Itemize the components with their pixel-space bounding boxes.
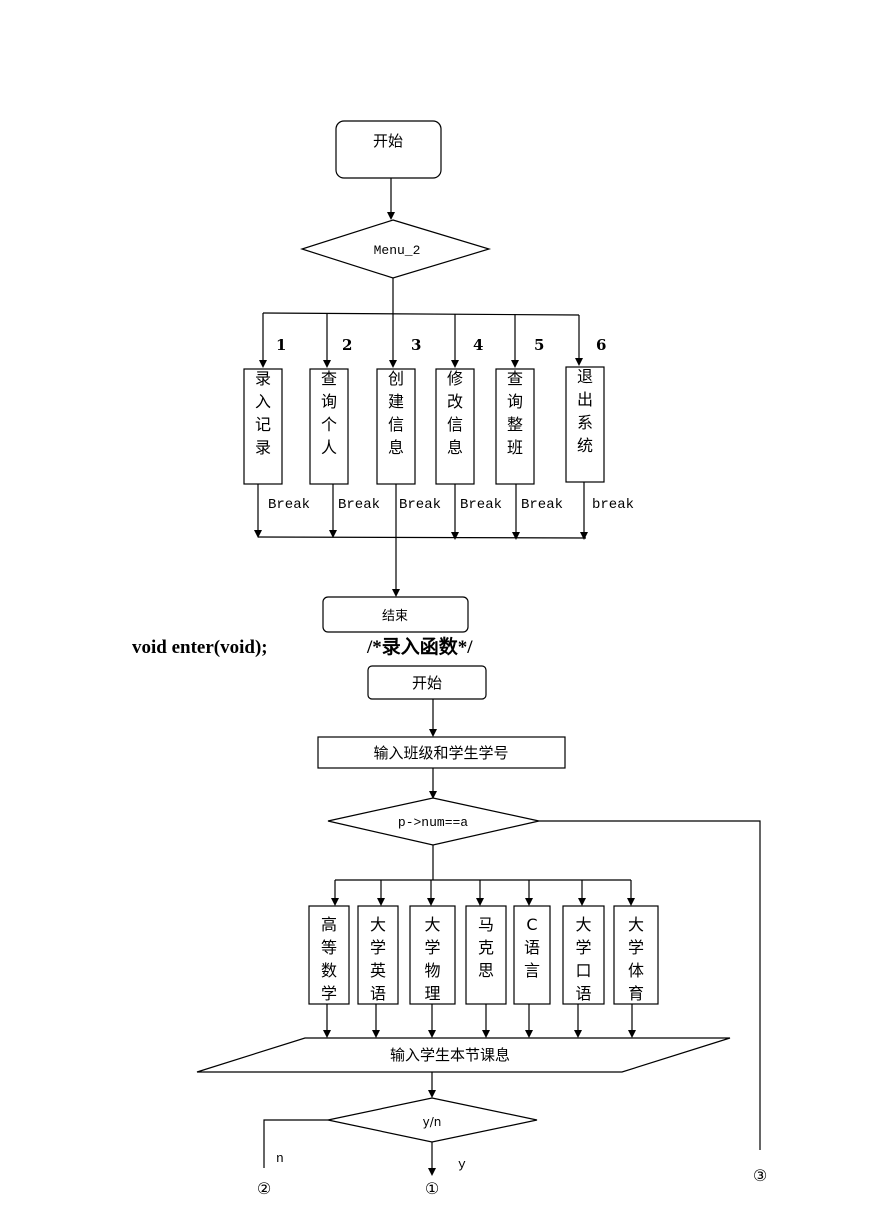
course-box-3 [409,905,456,1005]
branch-label-2: 查询个人 [321,369,337,457]
num-decision-label: p->num==a [398,815,468,830]
connector-3: ③ [753,1166,767,1185]
input-class-id-label: 输入班级和学生学号 [373,744,508,762]
input-class-id-box [317,736,566,769]
branch-num-3: 3 [411,336,421,354]
course-box-2 [357,905,399,1005]
course-label-6: 大学口语 [575,915,591,1003]
course-box-4 [465,905,507,1005]
branch-num-6: 6 [596,336,606,354]
branch-box-5 [495,368,535,485]
function-comment: /*录入函数*/ [366,635,473,658]
branch-box-6 [565,366,605,483]
yn-decision-label: y/n [423,1115,442,1129]
exit-label-6: break [592,497,634,513]
course-label-7: 大学体育 [628,915,644,1003]
branch-num-4: 4 [473,336,483,354]
course-box-5 [513,905,551,1005]
start-node [335,120,442,179]
io-label: 输入学生本节课息 [390,1046,510,1064]
branch-box-1 [243,368,283,485]
exit-bus [257,536,587,539]
exit-label-5: Break [521,497,563,513]
yes-label: y [458,1157,466,1172]
branch-box-2 [309,368,349,485]
menu-decision-label: Menu_2 [374,243,421,258]
exit-label-1: Break [268,497,310,513]
branch-bus-top [262,312,580,316]
branch-label-4: 修改信息 [447,369,463,457]
branch-box-3 [376,368,416,485]
branch-num-1: 1 [276,336,286,354]
exit-label-3: Break [399,497,441,513]
course-label-4: 马克思 [478,915,494,980]
course-label-2: 大学英语 [370,915,386,1003]
branch-label-1: 录入记录 [255,369,271,457]
connector-1: ① [425,1179,439,1198]
branch-num-5: 5 [534,336,544,354]
course-label-1: 高等数学 [321,915,337,1003]
enter-start-node [367,665,487,700]
course-box-1 [308,905,350,1005]
function-signature: void enter(void); [132,637,268,658]
no-label: n [276,1151,284,1166]
exit-label-2: Break [338,497,380,513]
branch-num-2: 2 [342,336,352,354]
flowchart-menu: 开始 Menu_2 1 2 3 4 5 6 录入记录 查询个人 创建信息 修改信息 查询… [243,120,634,633]
course-drops [323,880,636,1038]
io-parallelogram [196,1037,731,1073]
branch-labels: 录入记录 查询个人 创建信息 修改信息 查询整班 退出系统 [255,367,593,457]
branch-label-5: 查询整班 [507,369,523,457]
start-label: 开始 [373,132,403,150]
branch-label-6: 退出系统 [577,367,593,455]
end-label: 结束 [382,609,408,624]
course-label-3: 大学物理 [424,915,440,1003]
end-node [322,596,469,633]
branch-label-3: 创建信息 [388,369,404,457]
no-line [263,1119,328,1168]
exit-label-4: Break [460,497,502,513]
course-box-6 [562,905,605,1005]
course-box-7 [613,905,659,1005]
no-match-line [539,820,761,1150]
connector-2: ② [257,1179,271,1198]
enter-start-label: 开始 [412,674,442,692]
